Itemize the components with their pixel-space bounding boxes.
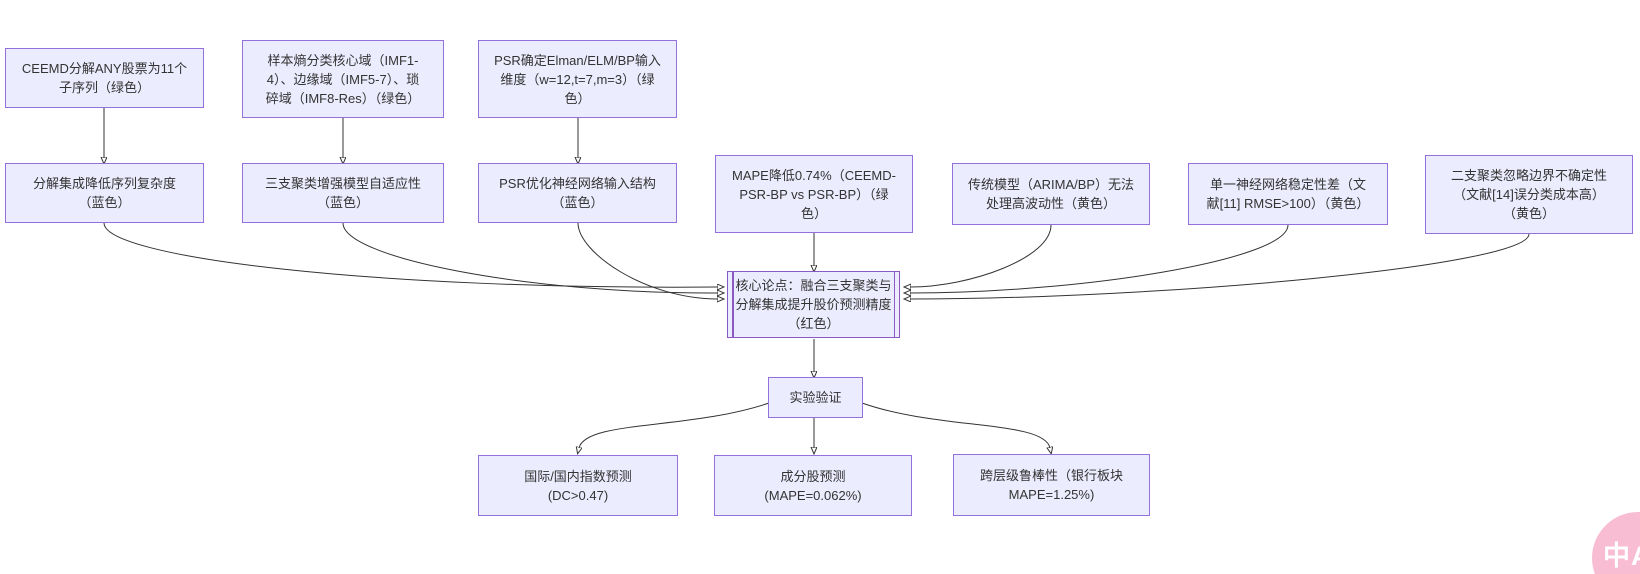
node-decomposition-ensemble: 分解集成降低序列复杂度 （蓝色）: [5, 163, 204, 223]
node-psr-dimension: PSR确定Elman/ELM/BP输入 维度（w=12,t=7,m=3）（绿 色…: [478, 40, 677, 118]
node-sample-entropy: 样本熵分类核心域（IMF1- 4）、边缘域（IMF5-7）、琐 碎域（IMF8-…: [242, 40, 444, 118]
node-single-nn-instability: 单一神经网络稳定性差（文 献[11] RMSE>100）（黄色）: [1188, 163, 1388, 225]
edge-singlenn-to-core: [910, 224, 1289, 293]
node-mape-label: MAPE降低0.74%（CEEMD- PSR-BP vs PSR-BP）（绿 色…: [732, 167, 896, 221]
edge-decomp-to-core: [103, 222, 718, 287]
node-traditional-model-limit: 传统模型（ARIMA/BP）无法 处理高波动性（黄色）: [952, 163, 1150, 225]
node-stock-prediction: 成分股预测 (MAPE=0.062%): [714, 455, 912, 516]
node-psr-structure: PSR优化神经网络输入结构 （蓝色）: [478, 163, 677, 223]
node-mape-improvement: MAPE降低0.74%（CEEMD- PSR-BP vs PSR-BP）（绿 色…: [715, 155, 913, 233]
node-core-label: 核心论点：融合三支聚类与 分解集成提升股价预测精度 （红色）: [735, 278, 892, 331]
node-psr-dimension-label: PSR确定Elman/ELM/BP输入 维度（w=12,t=7,m=3）（绿 色…: [494, 52, 661, 106]
node-two-way-label: 二支聚类忽略边界不确定性 （文献[14]误分类成本高） （黄色）: [1450, 168, 1607, 221]
edge-experiment-to-bank: [861, 402, 1050, 448]
node-ceemd-label: CEEMD分解ANY股票为11个 子序列（绿色）: [21, 61, 188, 95]
node-ceemd-decomposition: CEEMD分解ANY股票为11个 子序列（绿色）: [5, 48, 204, 108]
edge-experiment-to-index: [579, 402, 770, 448]
node-index-label: 国际/国内指数预测 (DC>0.47): [524, 468, 632, 503]
edge-twoway-to-core: [910, 233, 1530, 299]
node-experiment-label: 实验验证: [789, 390, 842, 405]
node-arima-label: 传统模型（ARIMA/BP）无法 处理高波动性（黄色）: [967, 177, 1135, 211]
node-single-nn-label: 单一神经网络稳定性差（文 献[11] RMSE>100）（黄色）: [1206, 177, 1370, 211]
node-two-way-clustering-limit: 二支聚类忽略边界不确定性 （文献[14]误分类成本高） （黄色）: [1425, 155, 1633, 234]
edge-arima-to-core: [910, 224, 1052, 287]
edge-cluster-to-core: [342, 222, 718, 293]
translate-float-button[interactable]: 中A: [1592, 512, 1640, 574]
node-cluster-label: 三支聚类增强模型自适应性 （蓝色）: [264, 176, 421, 210]
node-core-thesis: 核心论点：融合三支聚类与 分解集成提升股价预测精度 （红色）: [727, 271, 900, 338]
node-bank-robustness: 跨层级鲁棒性（银行板块 MAPE=1.25%): [953, 454, 1150, 516]
node-entropy-label: 样本熵分类核心域（IMF1- 4）、边缘域（IMF5-7）、琐 碎域（IMF8-…: [265, 52, 421, 106]
node-three-way-clustering: 三支聚类增强模型自适应性 （蓝色）: [242, 163, 444, 223]
node-experiment-validation: 实验验证: [768, 377, 863, 418]
node-index-prediction: 国际/国内指数预测 (DC>0.47): [478, 455, 678, 516]
node-stock-label: 成分股预测 (MAPE=0.062%): [764, 468, 862, 503]
node-bank-label: 跨层级鲁棒性（银行板块 MAPE=1.25%): [979, 468, 1123, 502]
node-psr-structure-label: PSR优化神经网络输入结构 （蓝色）: [499, 176, 656, 210]
edge-psrstruct-to-core: [577, 222, 718, 299]
translate-icon: 中A: [1603, 541, 1640, 571]
node-decomp-label: 分解集成降低序列复杂度 （蓝色）: [32, 176, 176, 210]
